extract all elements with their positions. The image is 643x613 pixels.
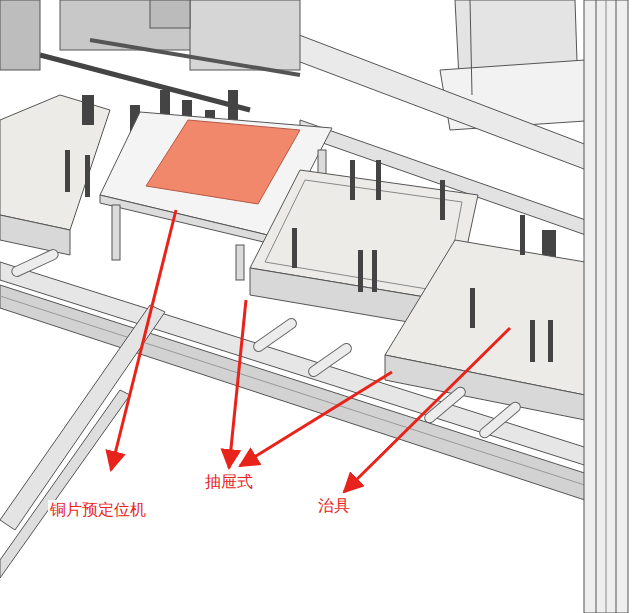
part-label: 抽屉式 [203,472,255,492]
part-label: 铜片预定位机 [48,500,148,520]
leader-arrows [111,210,510,492]
part-label: 治具 [316,496,352,516]
